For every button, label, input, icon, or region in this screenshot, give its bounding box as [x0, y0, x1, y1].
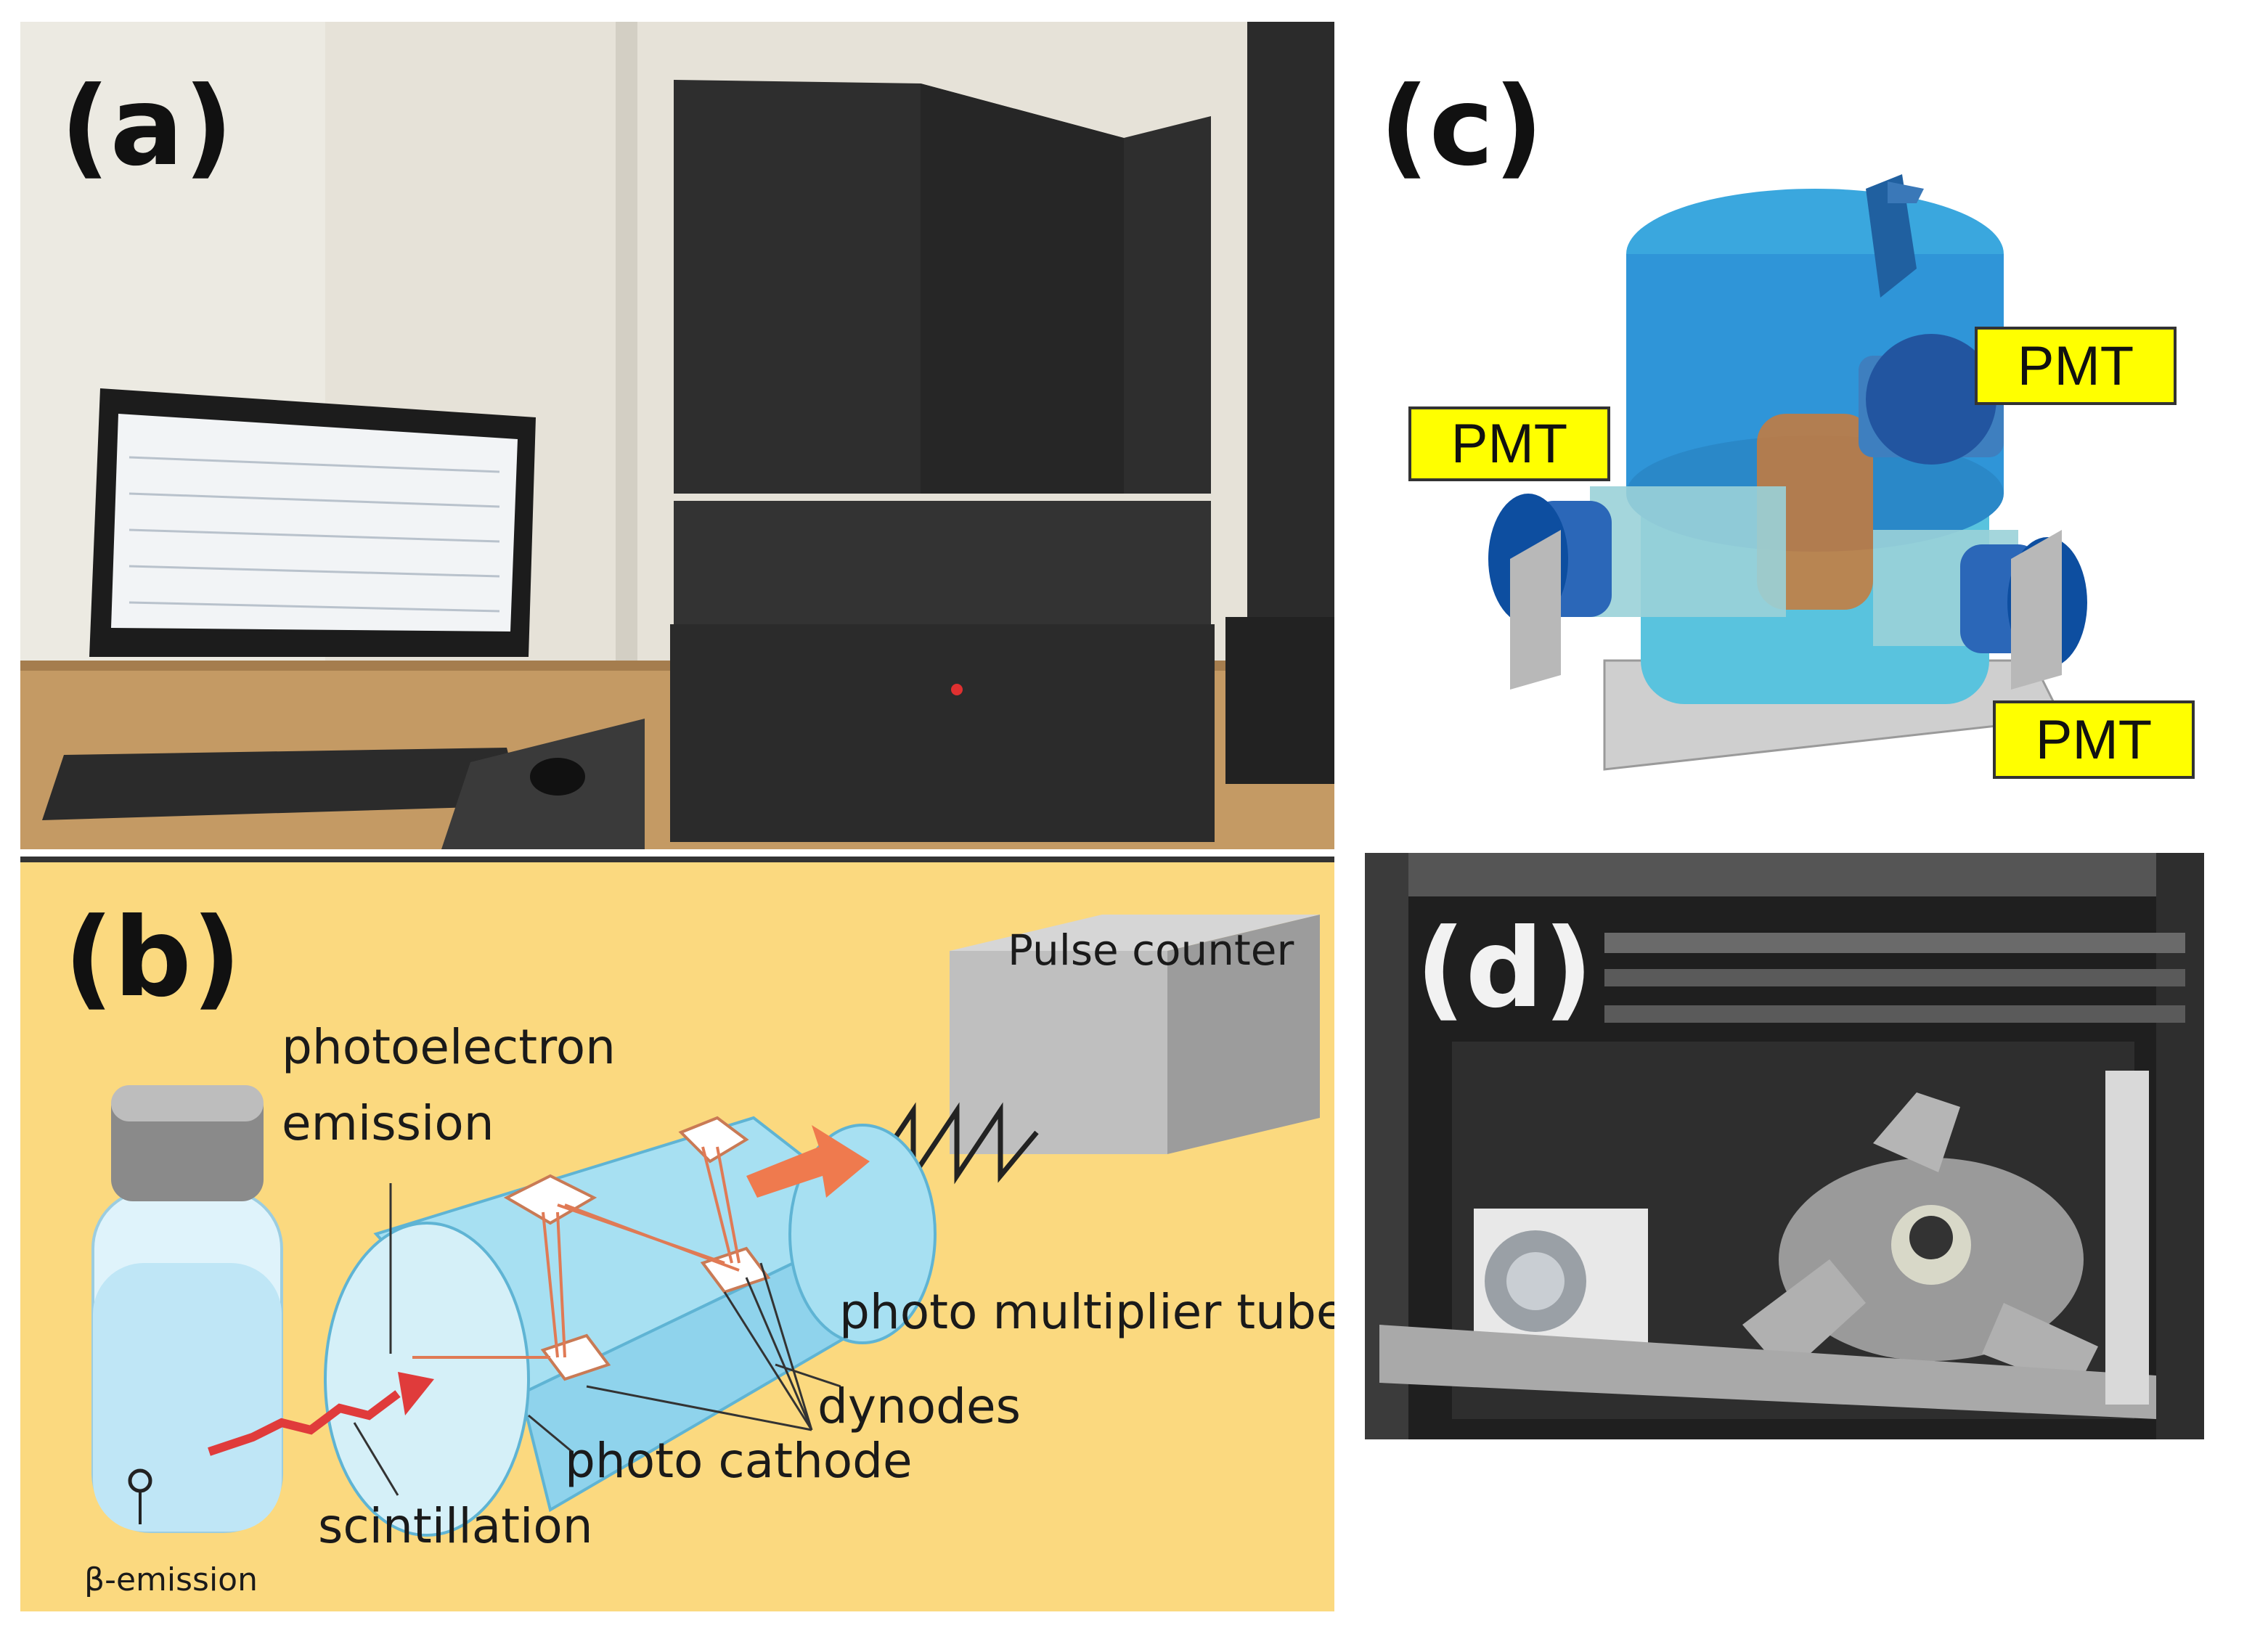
- panel-d-label: (d): [1416, 906, 1594, 1032]
- dynodes-label: dynodes: [817, 1378, 1021, 1434]
- panel-d-photo: (d): [1365, 853, 2204, 1439]
- panel-b-label: (b): [64, 895, 242, 1021]
- panel-a-label: (a): [60, 64, 234, 190]
- panel-b-diagram: (b) Pulse counter photoelectron emission…: [20, 857, 1334, 1611]
- pmt-tube-label: photo multiplier tube: [839, 1284, 1334, 1340]
- emission-label: emission: [282, 1095, 494, 1151]
- instrument-interior-photo: [1365, 853, 2204, 1439]
- beta-emission-label: β-emission: [84, 1561, 258, 1598]
- scintillation-vial: [91, 1085, 283, 1533]
- panel-c-label: (c): [1379, 64, 1544, 190]
- pmt-schematic: [20, 857, 1334, 1537]
- pmt-label-right: PMT: [1975, 327, 2177, 405]
- pmt-label-left: PMT: [1408, 406, 1610, 481]
- photo-cathode-label: photo cathode: [565, 1433, 913, 1489]
- photoelectron-label: photoelectron: [282, 1019, 616, 1075]
- pulse-counter-box: [950, 915, 1320, 1154]
- pmt-assembly-render: [1488, 174, 2087, 771]
- panel-c-render: (c) PMT PMT PMT: [1365, 22, 2258, 827]
- pulse-counter-label: Pulse counter: [1008, 925, 1294, 975]
- pmt-label-bottom: PMT: [1993, 700, 2195, 779]
- panel-a-photo: (a): [20, 22, 1334, 849]
- scintillation-label: scintillation: [318, 1498, 593, 1554]
- instrument-photo: [20, 22, 1334, 849]
